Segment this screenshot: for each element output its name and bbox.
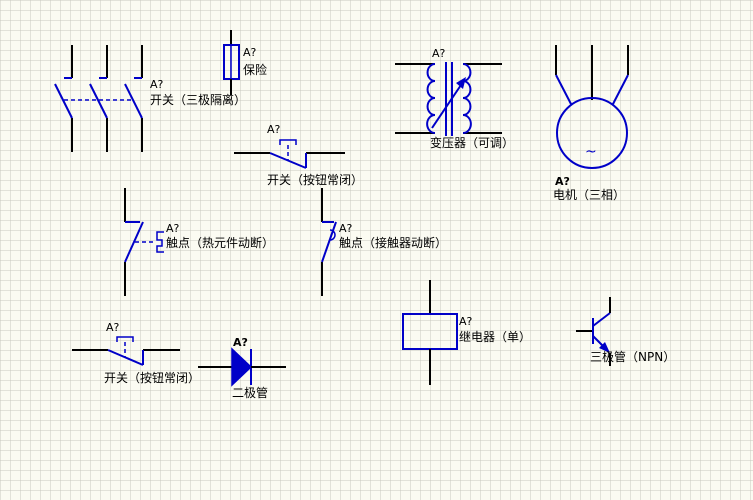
pushbutton-nc-1-symbol[interactable]: A? 开关（按钮常闭） — [234, 123, 363, 187]
motor-symbol[interactable]: ~ A? 电机（三相） — [553, 45, 629, 202]
transistor-emitter-arrow — [599, 342, 610, 353]
motor-leads — [555, 45, 629, 100]
fuse-symbol[interactable]: A? 保险 — [223, 30, 267, 95]
thermal-contact-designator: A? — [166, 222, 180, 235]
diode-designator: A? — [233, 336, 248, 349]
pushbutton-nc-1-blade — [269, 152, 307, 169]
switch-3pole-wires — [71, 45, 143, 152]
transformer-adjust-arrow — [431, 77, 466, 129]
contactor-contact-designator: A? — [339, 222, 353, 235]
fuse-label: 保险 — [243, 62, 267, 77]
motor-glyph: ~ — [585, 144, 597, 160]
motor-body — [556, 97, 628, 169]
switch-3pole-label: 开关（三极隔离） — [150, 92, 246, 107]
motor-designator: A? — [555, 175, 570, 188]
pushbutton-nc-1-head — [279, 139, 297, 145]
switch-3pole-symbol[interactable]: A? 开关（三极隔离） — [54, 45, 246, 152]
contactor-contact-semicircle — [329, 229, 336, 241]
transistor-symbol[interactable]: 三极管（NPN） — [576, 297, 675, 366]
relay-label: 继电器（单） — [459, 330, 531, 344]
diode-label: 二极管 — [232, 385, 268, 400]
contactor-contact-blade — [321, 221, 337, 263]
pushbutton-nc-1-label: 开关（按钮常闭） — [267, 172, 363, 187]
pushbutton-nc-2-head — [116, 336, 134, 342]
transformer-label: 变压器（可调） — [430, 135, 514, 150]
diode-triangle — [231, 347, 253, 387]
thermal-contact-element — [156, 231, 164, 253]
switch-3pole-designator: A? — [150, 78, 164, 91]
fuse-designator: A? — [243, 46, 257, 59]
transformer-designator: A? — [432, 47, 446, 60]
transistor-label: 三极管（NPN） — [590, 349, 675, 364]
thermal-contact-symbol[interactable]: A? 触点（热元件动断） — [124, 188, 274, 296]
pushbutton-nc-2-symbol[interactable]: A? 开关（按钮常闭） — [72, 321, 200, 385]
contactor-contact-symbol[interactable]: A? 触点（接触器动断） — [321, 188, 447, 296]
transformer-symbol[interactable]: A? 变压器（可调） — [395, 47, 514, 150]
pushbutton-nc-2-blade — [107, 349, 144, 366]
pushbutton-nc-2-label: 开关（按钮常闭） — [104, 370, 200, 385]
transformer-wires — [395, 63, 502, 134]
pushbutton-nc-1-designator: A? — [267, 123, 281, 136]
switch-3pole-contacts — [54, 77, 143, 119]
transistor-collector — [592, 312, 611, 327]
pushbutton-nc-2-designator: A? — [106, 321, 120, 334]
contactor-contact-label: 触点（接触器动断） — [339, 235, 447, 250]
thermal-contact-label: 触点（热元件动断） — [166, 235, 274, 250]
motor-label: 电机（三相） — [553, 188, 625, 202]
thermal-contact-blade — [124, 221, 144, 263]
relay-designator: A? — [459, 315, 473, 328]
relay-symbol[interactable]: A? 继电器（单） — [402, 280, 531, 385]
diode-symbol[interactable]: A? 二极管 — [198, 336, 286, 400]
motor-lead-bends — [555, 74, 629, 105]
